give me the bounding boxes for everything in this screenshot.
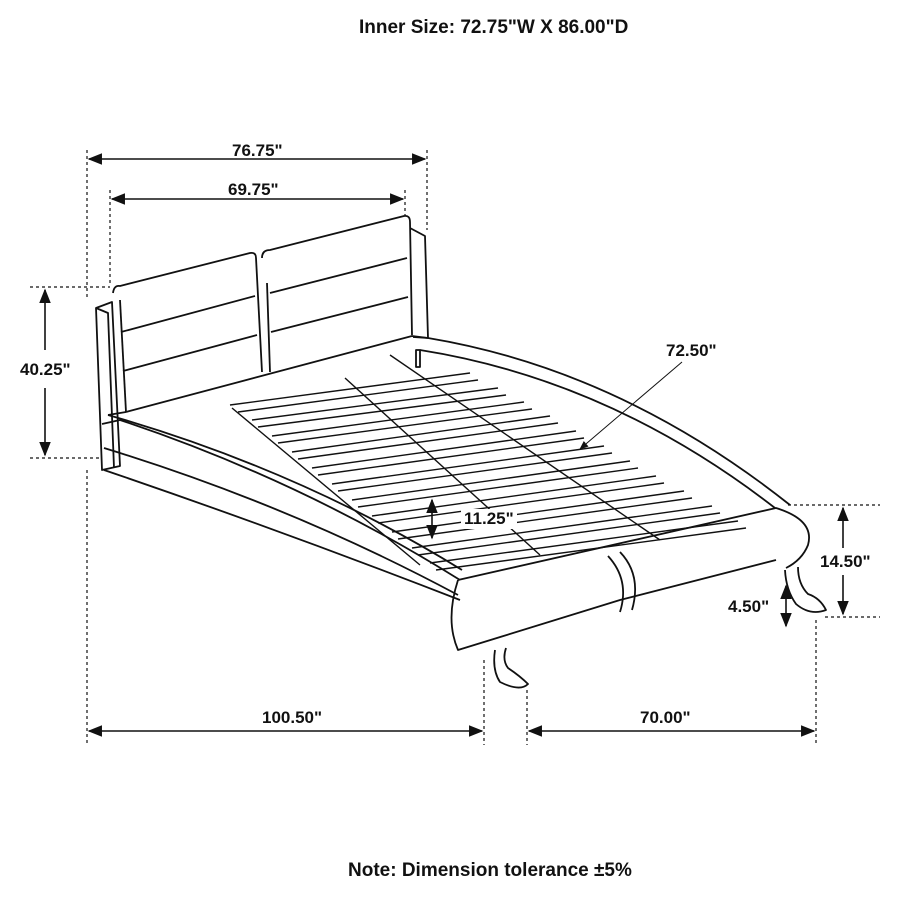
overall-width-label: 76.75" [232, 141, 283, 160]
tolerance-note-text: Note: Dimension tolerance ±5% [348, 860, 632, 881]
slat-length-label: 72.50" [666, 341, 717, 360]
inner-size-text: Inner Size: 72.75"W X 86.00"D [359, 17, 629, 38]
inner-size-title: Inner Size: 72.75"W X 86.00"D [0, 17, 900, 39]
overall-length-label: 100.50" [262, 708, 323, 727]
slats [229, 354, 747, 571]
rail-height-label: 11.25" [461, 509, 517, 529]
headboard-height-label: 40.25" [20, 360, 71, 379]
dimension-arrows [39, 153, 849, 737]
headboard-inner-width-label: 69.75" [228, 180, 279, 199]
leg-height-label: 4.50" [728, 597, 770, 616]
extension-lines [30, 150, 880, 745]
bed-frame [95, 214, 827, 689]
footboard-height-label: 14.50" [820, 552, 871, 571]
foot-width-label: 70.00" [640, 708, 691, 727]
